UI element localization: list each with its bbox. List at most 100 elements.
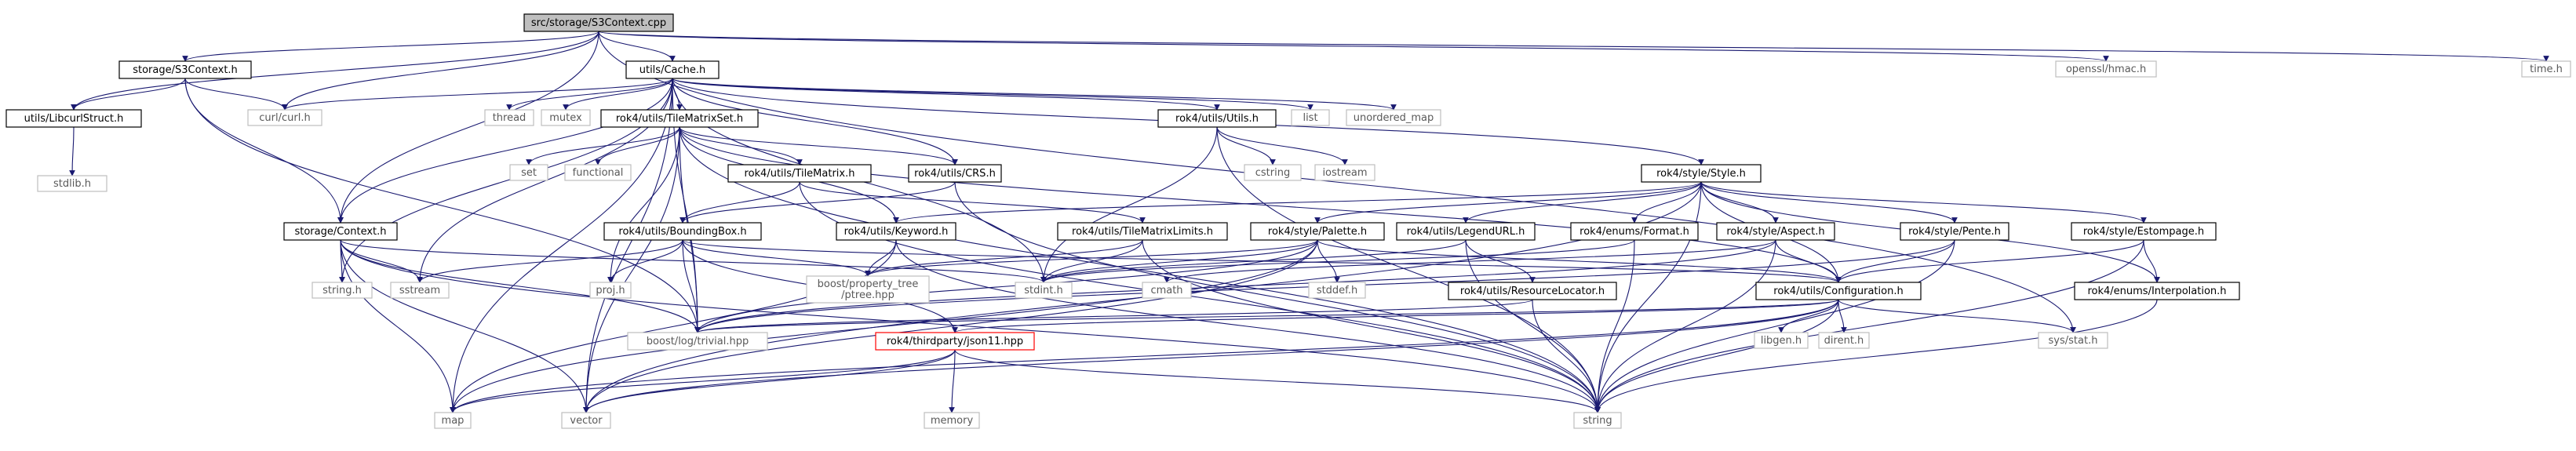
node-box — [1716, 222, 1835, 241]
edge-cache-to-crs — [672, 78, 958, 165]
edge-libcurl-to-stdlib — [69, 126, 75, 176]
node-openssl: openssl/hmac.h — [2055, 60, 2157, 78]
node-resloc[interactable]: rok4/utils/ResourceLocator.h — [1448, 282, 1617, 300]
node-crs[interactable]: rok4/utils/CRS.h — [908, 164, 1002, 183]
node-box — [118, 60, 252, 79]
node-vector: vector — [561, 412, 611, 429]
node-keyword[interactable]: rok4/utils/Keyword.h — [836, 222, 956, 241]
node-aspect[interactable]: rok4/style/Aspect.h — [1716, 222, 1835, 241]
node-box — [1818, 332, 1870, 349]
node-bbox[interactable]: rok4/utils/BoundingBox.h — [603, 222, 762, 241]
node-box — [1314, 164, 1375, 181]
edge-bbox-to-sstream — [417, 239, 683, 283]
node-label: vector — [570, 415, 603, 427]
edge-bbox-to-ptree — [682, 239, 871, 277]
node-tm[interactable]: rok4/utils/TileMatrix.h — [727, 164, 872, 183]
node-map: map — [434, 412, 472, 429]
node-box — [806, 275, 930, 304]
node-tml[interactable]: rok4/utils/TileMatrixLimits.h — [1057, 222, 1228, 241]
node-label: rok4/style/Palette.h — [1268, 226, 1367, 238]
node-cstring: cstring — [1244, 164, 1302, 181]
node-box — [1641, 164, 1762, 183]
node-label: rok4/utils/ResourceLocator.h — [1460, 286, 1605, 297]
edge-config-to-libgen — [1778, 299, 1839, 333]
edge-config-to-dirent — [1838, 299, 1847, 333]
edge-tms-to-config — [679, 126, 1842, 283]
edge-tms-to-tm — [679, 126, 803, 165]
node-format[interactable]: rok4/enums/Format.h — [1570, 222, 1699, 241]
node-label: src/storage/S3Context.cpp — [531, 17, 666, 29]
edge-cache-to-curl — [282, 78, 673, 111]
node-string: string — [1573, 412, 1622, 429]
node-label: stddef.h — [1317, 285, 1357, 296]
edge-legend-to-string — [1465, 239, 1601, 413]
node-label: dirent.h — [1824, 335, 1864, 347]
edge-crs-to-bbox — [680, 181, 956, 224]
node-context[interactable]: storage/Context.h — [283, 222, 398, 241]
node-estompage[interactable]: rok4/style/Estompage.h — [2071, 222, 2217, 241]
node-label: unordered_map — [1354, 112, 1434, 124]
node-label: cstring — [1255, 167, 1290, 179]
node-label: thread — [493, 112, 526, 124]
edge-keyword-to-string — [895, 239, 1601, 413]
edge-style-to-keyword — [893, 181, 1702, 224]
edge-context-to-string — [340, 239, 1601, 413]
edge-crs-to-string — [954, 181, 1601, 413]
node-list: list — [1291, 109, 1330, 126]
edge-cache-to-utils — [672, 78, 1220, 111]
edge-palette-to-ptree — [865, 239, 1318, 277]
node-config[interactable]: rok4/utils/Configuration.h — [1755, 282, 1922, 300]
node-cache[interactable]: utils/Cache.h — [625, 60, 720, 79]
node-label: rok4/utils/Keyword.h — [844, 226, 949, 238]
edge-context-to-stdint — [340, 239, 1047, 283]
edge-root-to-sysstat — [598, 31, 2076, 333]
node-label: mutex — [549, 112, 582, 124]
edge-palette-to-trivial — [694, 239, 1318, 333]
node-utils[interactable]: rok4/utils/Utils.h — [1157, 109, 1277, 128]
edge-context-to-vector — [340, 239, 589, 413]
edge-bbox-to-trivial — [682, 239, 701, 333]
node-label: rok4/utils/BoundingBox.h — [618, 226, 746, 238]
node-box — [561, 412, 611, 429]
node-style[interactable]: rok4/style/Style.h — [1641, 164, 1762, 183]
node-set: set — [509, 164, 548, 181]
node-root[interactable]: src/storage/S3Context.cpp — [523, 13, 674, 32]
node-cmath: cmath — [1142, 282, 1192, 299]
node-label: stdint.h — [1024, 285, 1062, 296]
node-interp[interactable]: rok4/enums/Interpolation.h — [2074, 282, 2240, 300]
edge-json11-to-memory — [949, 349, 956, 413]
node-box — [1015, 282, 1073, 299]
node-label: storage/S3Context.h — [133, 64, 238, 76]
edge-tml-to-stdint — [1040, 239, 1143, 283]
node-label: rok4/utils/Configuration.h — [1773, 286, 1903, 297]
node-label: sys/stat.h — [2049, 335, 2098, 347]
node-label: rok4/enums/Format.h — [1579, 226, 1689, 238]
edge-root-to-cache — [598, 31, 676, 62]
node-label: set — [521, 167, 537, 179]
edge-context-to-map — [340, 239, 456, 413]
node-s3ctx[interactable]: storage/S3Context.h — [118, 60, 252, 79]
edge-utils-to-string — [1216, 126, 1601, 413]
node-stdlib: stdlib.h — [37, 175, 107, 192]
edge-root-to-libcurl — [71, 31, 599, 111]
node-palette[interactable]: rok4/style/Palette.h — [1250, 222, 1385, 241]
edge-s3ctx-to-context — [184, 78, 344, 224]
edge-tml-to-ptree — [865, 239, 1143, 277]
edge-config-to-trivial — [694, 299, 1839, 333]
node-legend[interactable]: rok4/utils/LegendURL.h — [1396, 222, 1536, 241]
node-thread: thread — [484, 109, 534, 126]
edge-aspect-to-trivial — [694, 239, 1776, 333]
node-label: map — [442, 415, 465, 427]
node-proj: proj.h — [589, 282, 632, 299]
node-iostream: iostream — [1314, 164, 1375, 181]
node-box — [1900, 222, 2009, 241]
node-sstream: sstream — [390, 282, 450, 299]
node-box — [627, 332, 768, 351]
node-tms[interactable]: rok4/utils/TileMatrixSet.h — [600, 109, 759, 128]
node-libcurl[interactable]: utils/LibcurlStruct.h — [5, 109, 142, 128]
node-box — [1570, 222, 1699, 241]
node-box — [1291, 109, 1330, 126]
edge-format-to-stdint — [1040, 239, 1635, 283]
node-pente[interactable]: rok4/style/Pente.h — [1900, 222, 2009, 241]
node-label: rok4/utils/Utils.h — [1175, 113, 1259, 125]
